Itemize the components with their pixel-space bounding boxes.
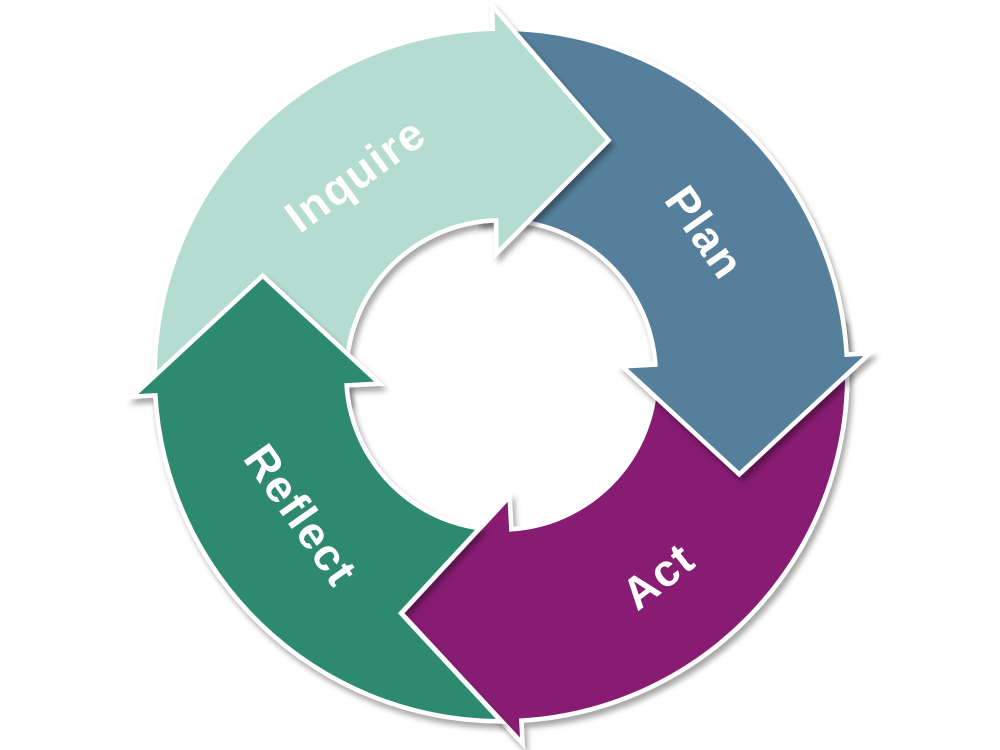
step-arrow-reflect <box>126 272 507 724</box>
